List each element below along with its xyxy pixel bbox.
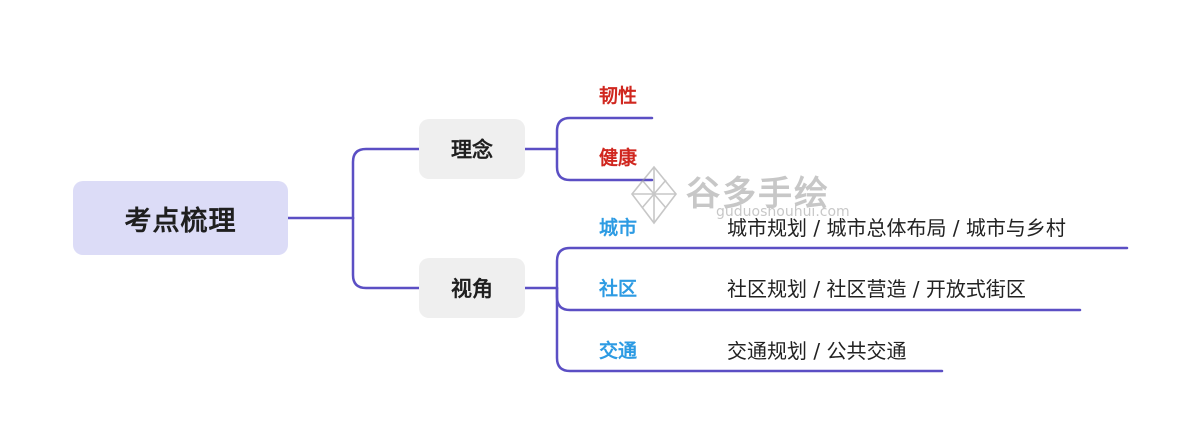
connector-root-linian (351, 147, 421, 220)
connector-root-shijiao (351, 216, 421, 290)
connector-shijiao-jiaotong (555, 286, 944, 373)
leaf-chengshi: 城市 (599, 217, 638, 239)
branch-node-shijiao: 视角 (419, 258, 525, 318)
connector-linian-jiankang (555, 147, 654, 182)
leaf-jiankang: 健康 (599, 147, 638, 169)
detail-chengshi: 城市规划 / 城市总体布局 / 城市与乡村 (727, 216, 1066, 240)
root-node: 考点梳理 (73, 181, 288, 255)
leaf-renxing: 韧性 (599, 85, 638, 107)
leaf-jiaotong: 交通 (599, 340, 638, 362)
detail-jiaotong: 交通规划 / 公共交通 (727, 339, 907, 363)
leaf-shequ: 社区 (599, 278, 638, 300)
connector-linian-renxing (555, 116, 654, 151)
connector-shijiao-chengshi (555, 246, 1129, 290)
detail-shequ: 社区规划 / 社区营造 / 开放式街区 (727, 277, 1026, 301)
branch-node-linian: 理念 (419, 119, 525, 179)
